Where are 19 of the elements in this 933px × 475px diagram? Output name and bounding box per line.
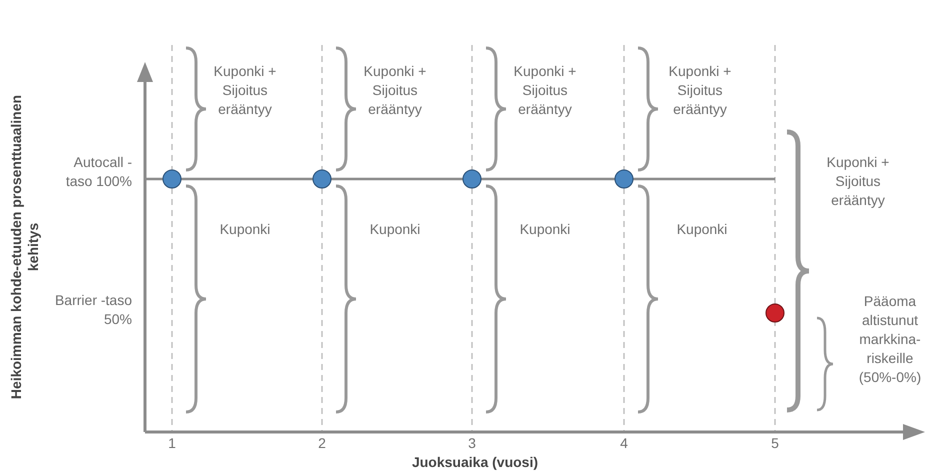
axis-level-label: Barrier -taso 50% (54, 291, 132, 329)
axis-tick-label: 5 (770, 434, 780, 453)
axis-title: Juoksuaika (vuosi) (410, 454, 540, 471)
axis-title: Heikoimman kohde-etuuden prosenttuaalinen kehitys (8, 94, 42, 402)
axis-level-label: Autocall -taso 100% (64, 153, 132, 191)
annotation-text: Kuponki + Sijoitus erääntyy (362, 62, 428, 119)
annotation-text: Kuponki + Sijoitus erääntyy (668, 62, 732, 119)
axis-tick-label: 1 (167, 434, 177, 453)
annotation-text: Pääoma altistunut markkina- riskeille (50%-0%) (858, 292, 922, 387)
annotation-text: Kuponki (676, 220, 728, 239)
annotation-text: Kuponki + Sijoitus erääntyy (512, 62, 578, 119)
annotation-text: Kuponki + Sijoitus erääntyy (826, 153, 890, 210)
annotation-text: Kuponki (518, 220, 572, 239)
annotation-text: Kuponki (218, 220, 272, 239)
axis-tick-label: 3 (467, 434, 477, 453)
axis-tick-label: 4 (619, 434, 629, 453)
axis-tick-label: 2 (317, 434, 327, 453)
annotation-text: Kuponki + Sijoitus erääntyy (212, 62, 278, 119)
annotation-text: Kuponki (368, 220, 422, 239)
